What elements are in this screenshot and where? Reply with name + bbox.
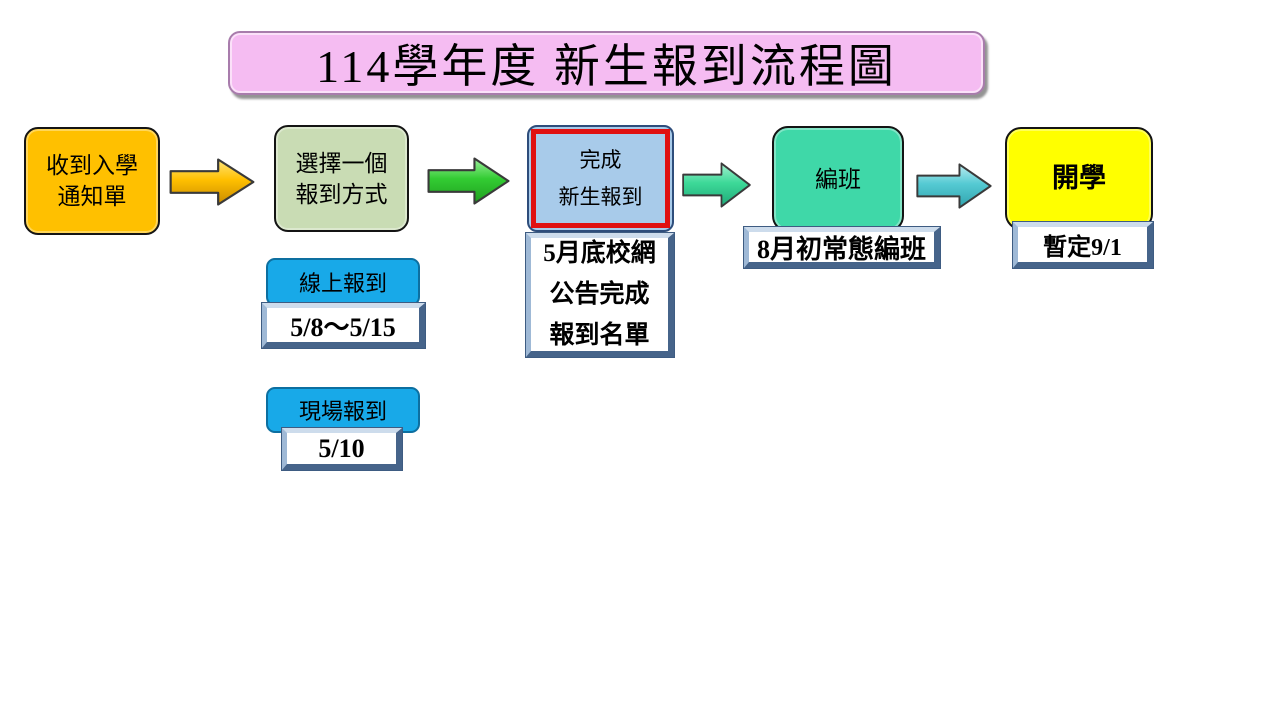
- date-text: 5/8～5/15: [290, 312, 396, 342]
- step-label-line: 收到入學: [46, 152, 138, 178]
- flow-arrow-right-icon: [169, 158, 255, 206]
- note-line: 公告完成: [549, 281, 650, 308]
- note-line: 報到名單: [549, 322, 650, 349]
- step-label-line: 報到方式: [295, 180, 388, 207]
- page-title: 114學年度 新生報到流程圖: [228, 31, 985, 95]
- note-text: 暫定9/1: [1043, 235, 1122, 261]
- flow-arrow-right-icon: [682, 162, 751, 208]
- method-label: 線上報到: [298, 271, 387, 296]
- class-assignment-date-note: 8月初常態編班: [744, 227, 940, 268]
- step-label-line: 編班: [815, 165, 861, 192]
- step-label-line: 通知單: [57, 183, 127, 209]
- online-registration-dates: 5/8～5/15: [262, 303, 425, 348]
- announcement-note: 5月底校網 公告完成 報到名單: [526, 233, 674, 357]
- step-choose-method: 選擇一個 報到方式: [274, 125, 409, 232]
- method-online-registration: 線上報到: [266, 258, 420, 306]
- step-complete-registration-inner: 完成 新生報到: [531, 129, 670, 228]
- note-text: 8月初常態編班: [756, 234, 926, 264]
- step-complete-registration: 完成 新生報到: [527, 125, 674, 232]
- school-start-date-note: 暫定9/1: [1013, 222, 1153, 268]
- method-onsite-registration: 現場報到: [266, 387, 420, 433]
- step-class-assignment: 編班: [772, 126, 904, 232]
- onsite-registration-date: 5/10: [282, 428, 402, 470]
- date-text: 5/10: [318, 433, 365, 463]
- page-title-text: 114學年度 新生報到流程圖: [316, 41, 897, 92]
- method-label: 現場報到: [298, 399, 387, 424]
- step-label-line: 開學: [1052, 163, 1106, 193]
- step-label-line: 完成: [579, 148, 622, 172]
- step-label-line: 選擇一個: [295, 149, 388, 176]
- step-school-start: 開學: [1005, 127, 1153, 230]
- step-receive-notice: 收到入學 通知單: [24, 127, 160, 235]
- flow-arrow-right-icon: [916, 163, 992, 209]
- flow-arrow-right-icon: [427, 157, 510, 205]
- step-label-line: 新生報到: [558, 185, 643, 209]
- note-line: 5月底校網: [543, 240, 656, 267]
